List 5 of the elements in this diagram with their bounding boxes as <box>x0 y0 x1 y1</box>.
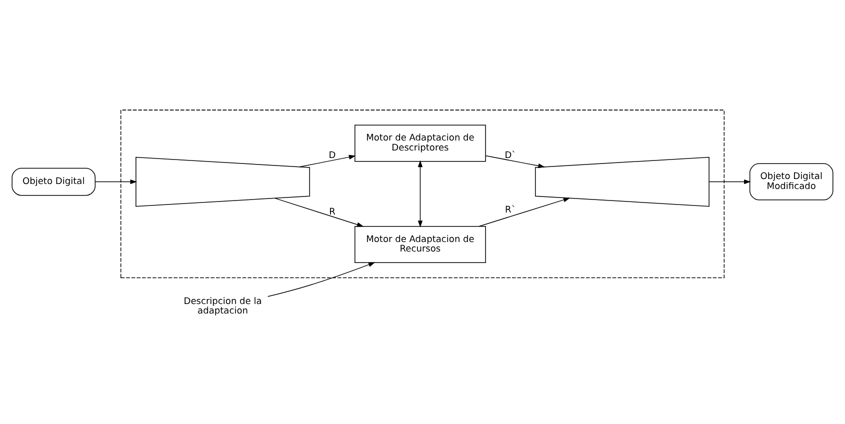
node-text: Descripcion de la adaptacion <box>184 296 262 317</box>
edge-label: D <box>328 151 336 162</box>
edge-label: R <box>329 208 336 218</box>
edge-label: D` <box>504 151 516 162</box>
edge-label: R` <box>505 205 516 216</box>
